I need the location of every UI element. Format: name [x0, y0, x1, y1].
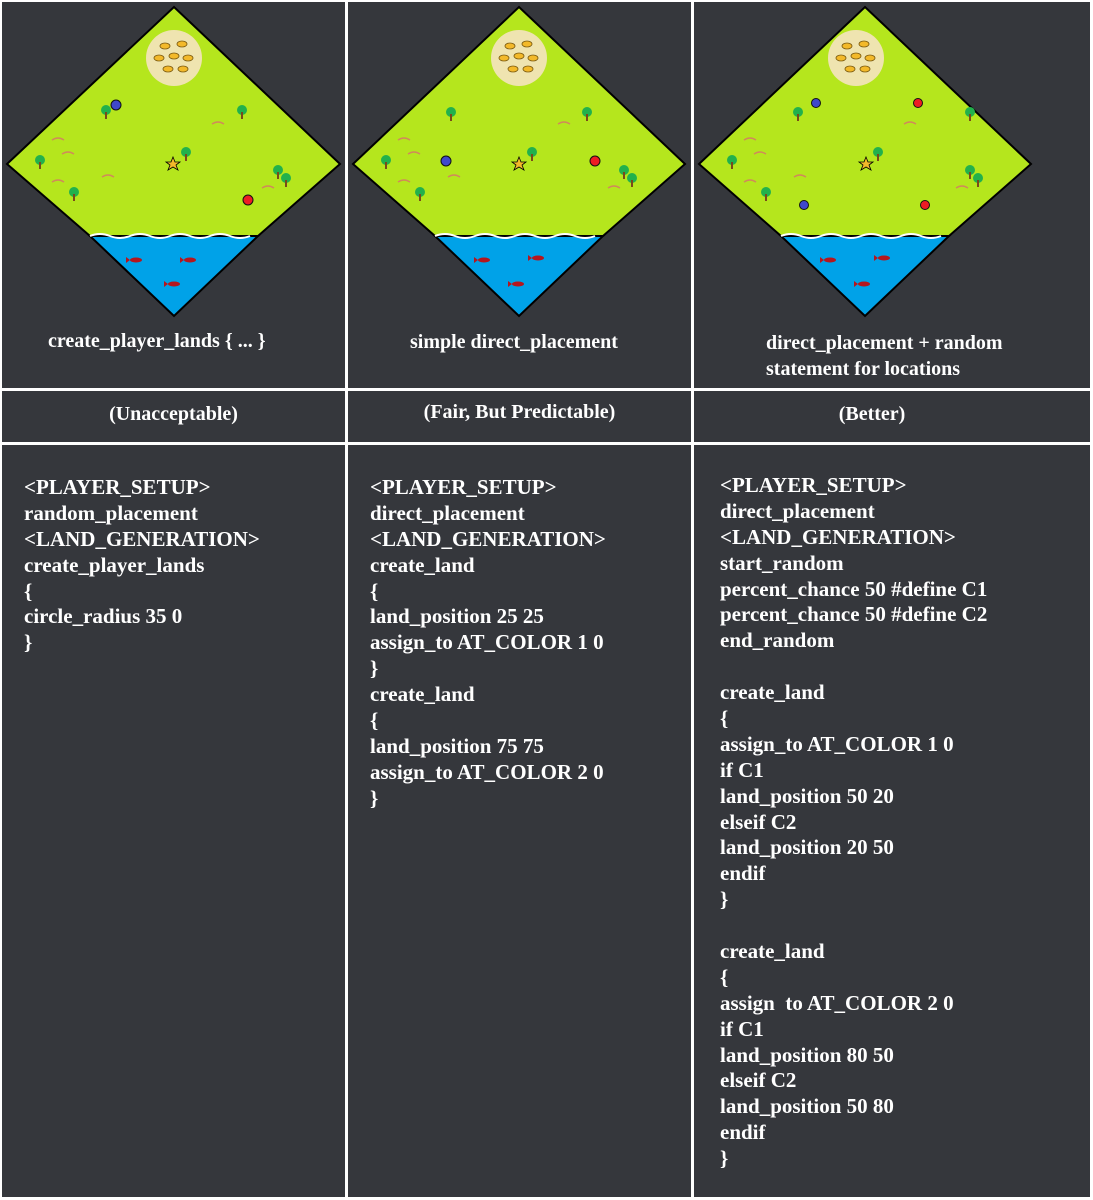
- panel-2-map-cell: simple direct_placement: [348, 2, 691, 388]
- code-line: create_land: [720, 939, 825, 964]
- code-line: <LAND_GENERATION>: [370, 526, 606, 551]
- code-line: <PLAYER_SETUP>: [720, 473, 907, 497]
- code-line: }: [720, 1146, 729, 1171]
- map-2: [351, 5, 687, 318]
- code-line: <LAND_GENERATION>: [24, 526, 260, 551]
- gold-mine-icon: [828, 30, 884, 86]
- fish-icon: [126, 257, 196, 287]
- code-line: land_position 50 20: [720, 783, 894, 808]
- code-line: end_random: [720, 628, 835, 653]
- code-block: <PLAYER_SETUP>direct_placement<LAND_GENE…: [370, 475, 606, 812]
- panel-caption: simple direct_placement: [410, 329, 618, 355]
- code-line: random_placement: [24, 500, 198, 525]
- code-line: percent_chance 50 #define C1: [720, 576, 988, 601]
- code-line: percent_chance 50 #define C2: [720, 602, 988, 627]
- code-line: }: [720, 887, 729, 912]
- tree-icon: [381, 107, 637, 201]
- panel-3-code-cell: <PLAYER_SETUP>direct_placement<LAND_GENE…: [694, 445, 1090, 1197]
- map-1: [5, 5, 342, 318]
- code-line: elseif C2: [720, 809, 797, 834]
- panel-3-rating-cell: (Better): [694, 391, 1090, 442]
- code-line: start_random: [720, 550, 844, 575]
- code-line: assign_to AT_COLOR 2 0: [370, 759, 604, 784]
- caption-line: statement for locations: [766, 358, 961, 380]
- caption-line: direct_placement + random: [766, 332, 1003, 354]
- code-line: assign to AT_COLOR 2 0: [720, 990, 954, 1015]
- code-line: create_land: [720, 680, 825, 705]
- code-line: {: [370, 708, 379, 733]
- code-line: {: [24, 578, 33, 603]
- gold-mine-icon: [146, 30, 202, 86]
- panel-caption: direct_placement + random statement for …: [766, 330, 1003, 382]
- player-start-icon: [440, 155, 601, 167]
- terrain-marks: [51, 121, 275, 189]
- code-line: direct_placement: [370, 500, 525, 525]
- caption-line: create_player_lands { ... }: [48, 330, 266, 352]
- code-line: assign_to AT_COLOR 1 0: [370, 630, 604, 655]
- fish-icon: [820, 255, 890, 287]
- fish-icon: [474, 255, 544, 287]
- tree-icon: [727, 107, 983, 201]
- code-line: land_position 80 50: [720, 1042, 894, 1067]
- code-line: land_position 25 25: [370, 604, 544, 629]
- code-line: circle_radius 35 0: [24, 604, 183, 629]
- code-line: land_position 50 80: [720, 1094, 894, 1119]
- code-line: elseif C2: [720, 1068, 797, 1093]
- map-diamond: [697, 5, 1033, 318]
- code-line: land_position 75 75: [370, 733, 544, 758]
- panel-2-code-cell: <PLAYER_SETUP>direct_placement<LAND_GENE…: [348, 445, 691, 1197]
- rating-label: (Unacceptable): [109, 403, 238, 425]
- code-line: endif: [720, 861, 766, 886]
- rating-label: (Fair, But Predictable): [423, 401, 616, 423]
- code-line: }: [370, 656, 379, 681]
- tree-icon: [35, 105, 291, 201]
- code-line: [720, 913, 987, 939]
- code-line: if C1: [720, 1016, 764, 1041]
- star-icon: [857, 155, 875, 171]
- code-line: <PLAYER_SETUP>: [370, 475, 557, 499]
- code-line: <PLAYER_SETUP>: [24, 475, 211, 499]
- star-icon: [164, 155, 182, 171]
- code-line: }: [370, 785, 379, 810]
- code-line: create_land: [370, 552, 475, 577]
- code-line: create_land: [370, 682, 475, 707]
- player-start-icon: [799, 98, 930, 210]
- code-line: {: [720, 964, 729, 989]
- code-line: <LAND_GENERATION>: [720, 524, 956, 549]
- panel-1-rating-cell: (Unacceptable): [2, 391, 345, 442]
- code-block: <PLAYER_SETUP>random_placement<LAND_GENE…: [24, 475, 260, 656]
- map-diamond: [351, 5, 687, 318]
- code-line: }: [24, 630, 33, 655]
- panel-1-map-cell: create_player_lands { ... }: [2, 2, 345, 388]
- panel-caption: create_player_lands { ... }: [48, 328, 266, 354]
- code-line: {: [370, 578, 379, 603]
- code-line: assign_to AT_COLOR 1 0: [720, 731, 954, 756]
- code-line: land_position 20 50: [720, 835, 894, 860]
- code-line: create_player_lands: [24, 552, 205, 577]
- caption-line: simple direct_placement: [410, 331, 618, 353]
- rating-label: (Better): [838, 403, 906, 425]
- map-3: [697, 5, 1033, 318]
- player-start-icon: [110, 99, 254, 206]
- panel-1-code-cell: <PLAYER_SETUP>random_placement<LAND_GENE…: [2, 445, 345, 1197]
- code-line: endif: [720, 1120, 766, 1145]
- code-block: <PLAYER_SETUP>direct_placement<LAND_GENE…: [720, 473, 987, 1172]
- panel-3-map-cell: direct_placement + random statement for …: [694, 2, 1090, 388]
- gold-mine-icon: [491, 30, 547, 86]
- terrain-marks: [397, 121, 621, 189]
- panel-2-rating-cell: (Fair, But Predictable): [348, 391, 691, 442]
- code-line: direct_placement: [720, 498, 875, 523]
- code-line: {: [720, 706, 729, 731]
- code-line: if C1: [720, 757, 764, 782]
- star-icon: [510, 155, 528, 171]
- code-line: [720, 654, 987, 680]
- map-diamond: [5, 5, 342, 318]
- terrain-marks: [743, 121, 969, 189]
